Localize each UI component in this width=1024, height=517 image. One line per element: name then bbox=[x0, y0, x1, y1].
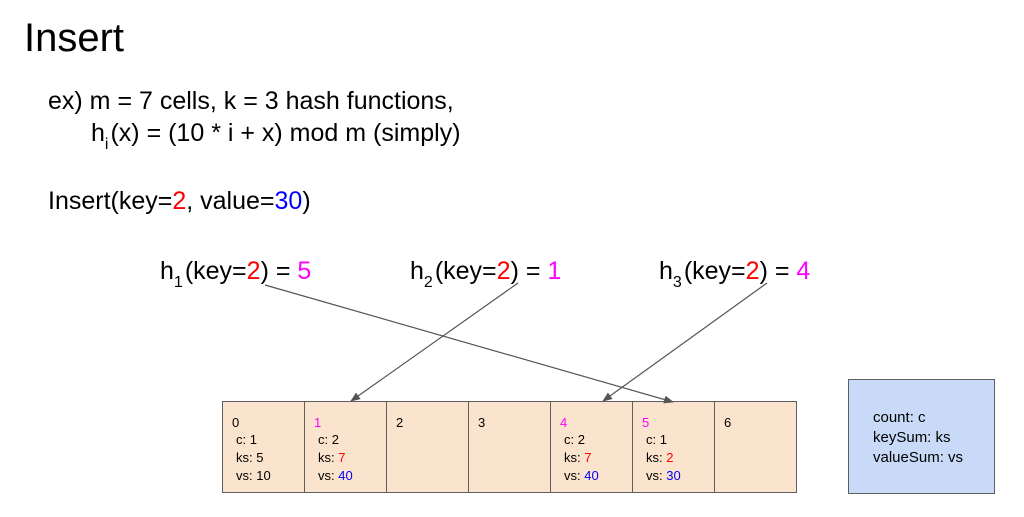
cell-6: 6 bbox=[715, 402, 796, 492]
hash-result-value: 5 bbox=[297, 257, 312, 285]
cell-keysum: ks: 5 bbox=[236, 450, 264, 465]
hash-key: 2 bbox=[745, 257, 760, 285]
cell-count: c: 2 bbox=[564, 432, 585, 447]
cell-5: 5 c: 1 ks: 2 vs: 30 bbox=[633, 402, 715, 492]
cell-index: 1 bbox=[314, 415, 322, 430]
legend-count: count: c bbox=[873, 409, 926, 426]
cell-keysum: ks: 7 bbox=[318, 450, 346, 465]
insert-key: 2 bbox=[172, 187, 187, 215]
arrow-h1-to-cell-5 bbox=[264, 284, 674, 404]
cell-1: 1 c: 2 ks: 7 vs: 40 bbox=[305, 402, 387, 492]
hash-subscript: 2 bbox=[423, 274, 433, 291]
hash-equals: ) = bbox=[510, 257, 548, 285]
insert-suffix: ) bbox=[302, 187, 311, 215]
arrow-h2-to-cell-1 bbox=[350, 282, 519, 402]
legend-text: count: c keySum: ks valueSum: vs bbox=[873, 408, 963, 468]
example-line-2: hi(x) = (10 * i + x) mod m (simply) bbox=[91, 118, 461, 153]
cell-valuesum: vs: 40 bbox=[318, 468, 353, 483]
hash-result-value: 1 bbox=[547, 257, 562, 285]
cell-valuesum: vs: 10 bbox=[236, 468, 271, 483]
insert-middle: , value= bbox=[186, 187, 275, 215]
cell-fields: c: 2 ks: 7 vs: 40 bbox=[318, 431, 353, 485]
cell-index: 5 bbox=[642, 415, 650, 430]
cell-index: 3 bbox=[478, 415, 486, 430]
cell-valuesum: vs: 40 bbox=[564, 468, 599, 483]
cell-index: 2 bbox=[396, 415, 404, 430]
slide-title: Insert bbox=[24, 16, 125, 60]
cell-array: 0 c: 1 ks: 5 vs: 10 1 c: 2 ks: 7 vs: 40 … bbox=[222, 401, 797, 493]
cell-count: c: 1 bbox=[646, 432, 667, 447]
hash-symbol: h bbox=[160, 257, 174, 285]
hash-result-3: h3(key=2) = 4 bbox=[659, 256, 811, 291]
cell-index: 0 bbox=[232, 415, 240, 430]
cell-fields: c: 2 ks: 7 vs: 40 bbox=[564, 431, 599, 485]
cell-count: c: 1 bbox=[236, 432, 257, 447]
insert-call: Insert(key=2, value=30) bbox=[48, 186, 311, 216]
hash-result-1: h1(key=2) = 5 bbox=[160, 256, 312, 291]
hash-subscript: i bbox=[104, 136, 109, 153]
insert-prefix: Insert(key= bbox=[48, 187, 173, 215]
cell-count: c: 2 bbox=[318, 432, 339, 447]
cell-0: 0 c: 1 ks: 5 vs: 10 bbox=[223, 402, 305, 492]
cell-fields: c: 1 ks: 5 vs: 10 bbox=[236, 431, 271, 485]
legend-keysum: keySum: ks bbox=[873, 429, 951, 446]
hash-result-value: 4 bbox=[796, 257, 811, 285]
hash-formula: (x) = (10 * i + x) mod m (simply) bbox=[110, 119, 461, 147]
hash-arg-prefix: (key= bbox=[683, 257, 746, 285]
legend-box: count: c keySum: ks valueSum: vs bbox=[848, 379, 995, 494]
example-line-1: ex) m = 7 cells, k = 3 hash functions, bbox=[48, 87, 454, 115]
hash-subscript: 1 bbox=[173, 274, 183, 291]
cell-index: 4 bbox=[560, 415, 568, 430]
cell-2: 2 bbox=[387, 402, 469, 492]
insert-value: 30 bbox=[274, 187, 303, 215]
cell-fields: c: 1 ks: 2 vs: 30 bbox=[646, 431, 681, 485]
hash-arg-prefix: (key= bbox=[184, 257, 247, 285]
hash-key: 2 bbox=[496, 257, 511, 285]
hash-symbol: h bbox=[659, 257, 673, 285]
cell-4: 4 c: 2 ks: 7 vs: 40 bbox=[551, 402, 633, 492]
cell-keysum: ks: 7 bbox=[564, 450, 592, 465]
hash-arg-prefix: (key= bbox=[434, 257, 497, 285]
arrow-h3-to-cell-4 bbox=[602, 282, 768, 402]
hash-key: 2 bbox=[246, 257, 261, 285]
cell-keysum: ks: 2 bbox=[646, 450, 674, 465]
cell-3: 3 bbox=[469, 402, 551, 492]
cell-index: 6 bbox=[724, 415, 732, 430]
hash-equals: ) = bbox=[759, 257, 797, 285]
hash-equals: ) = bbox=[260, 257, 298, 285]
hash-result-2: h2(key=2) = 1 bbox=[410, 256, 562, 291]
hash-subscript: 3 bbox=[672, 274, 682, 291]
hash-symbol: h bbox=[410, 257, 424, 285]
legend-valuesum: valueSum: vs bbox=[873, 449, 964, 466]
cell-valuesum: vs: 30 bbox=[646, 468, 681, 483]
hash-symbol: h bbox=[91, 119, 105, 147]
